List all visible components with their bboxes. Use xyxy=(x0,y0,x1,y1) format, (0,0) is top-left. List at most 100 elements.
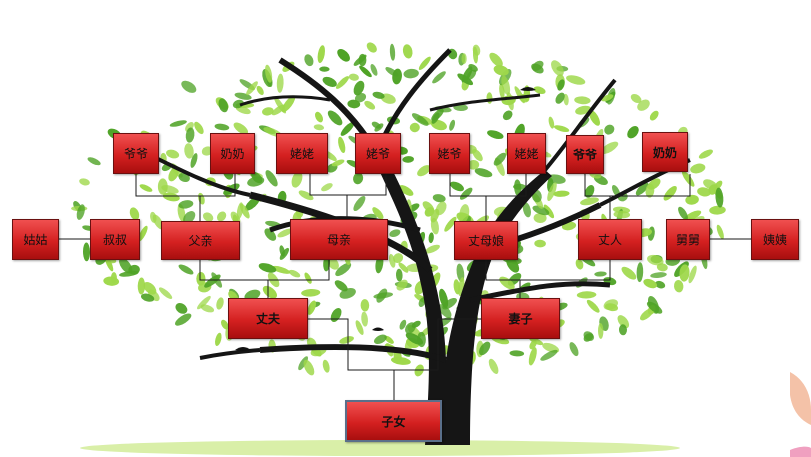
leaf xyxy=(444,216,457,232)
leaf xyxy=(468,63,478,72)
leaf xyxy=(276,73,284,93)
leaf xyxy=(314,111,324,123)
leaf xyxy=(529,339,537,350)
leaf xyxy=(532,60,544,71)
leaf xyxy=(319,66,330,72)
leaf xyxy=(239,203,250,219)
leaf xyxy=(334,280,348,292)
leaf xyxy=(681,170,695,187)
leaf xyxy=(198,192,205,205)
leaf xyxy=(216,211,227,222)
leaf xyxy=(679,264,690,282)
leaf xyxy=(487,130,504,140)
leaf xyxy=(322,359,330,373)
leaf xyxy=(474,168,493,178)
leaf xyxy=(501,75,511,95)
leaf xyxy=(364,100,376,110)
leaf xyxy=(353,172,364,185)
leaf xyxy=(244,289,261,301)
leaf xyxy=(317,45,325,63)
leaf xyxy=(654,280,666,289)
leaf xyxy=(291,171,303,188)
leaf xyxy=(166,149,180,159)
leaf xyxy=(216,297,224,310)
leaf xyxy=(298,190,314,201)
leaf xyxy=(479,341,491,356)
leaf xyxy=(698,149,713,159)
leaf xyxy=(557,79,565,91)
leaf xyxy=(645,183,655,198)
leaf xyxy=(411,320,421,328)
ground-shadow xyxy=(80,440,680,456)
leaf xyxy=(690,163,706,174)
leaf xyxy=(371,121,381,129)
leaf xyxy=(398,185,414,196)
leaf xyxy=(298,356,309,371)
leaf xyxy=(330,308,342,322)
node-wife-paternal-grandma: 奶奶 xyxy=(642,132,688,172)
leaf xyxy=(118,270,139,277)
leaf xyxy=(184,143,194,159)
node-uncle: 叔叔 xyxy=(90,219,140,260)
leaf xyxy=(337,48,350,62)
leaf xyxy=(432,71,446,84)
bird-silhouettes xyxy=(235,87,536,351)
leaf xyxy=(359,65,372,78)
leaf xyxy=(214,123,230,131)
leaf xyxy=(373,334,387,345)
leaf xyxy=(449,119,456,131)
leaf xyxy=(178,264,194,275)
leaf xyxy=(103,276,120,286)
leaf xyxy=(339,336,354,344)
leaf xyxy=(162,192,180,202)
node-husband: 丈夫 xyxy=(228,298,308,339)
leaf xyxy=(370,64,378,76)
leaf xyxy=(76,204,85,220)
node-wife-maternal-grandma: 姥姥 xyxy=(507,133,546,174)
leaf xyxy=(87,157,101,166)
leaf xyxy=(604,124,615,135)
leaf xyxy=(643,278,658,289)
leaf xyxy=(543,204,555,219)
leaf xyxy=(262,285,277,299)
leaf xyxy=(256,85,264,95)
leaf xyxy=(621,266,637,280)
leaf xyxy=(604,303,619,312)
leaf xyxy=(461,53,467,65)
leaf xyxy=(532,205,550,216)
leaf xyxy=(348,73,359,81)
leaf xyxy=(405,332,424,345)
leaf xyxy=(636,262,644,283)
leaf xyxy=(220,319,229,330)
leaf xyxy=(649,110,659,121)
leaf xyxy=(355,320,364,335)
leaf xyxy=(353,54,367,66)
node-wife-paternal-grandpa: 爷爷 xyxy=(566,135,604,174)
leaf xyxy=(79,178,90,186)
leaf xyxy=(493,65,509,76)
node-mother-in-law: 丈母娘 xyxy=(454,221,518,260)
leaf xyxy=(534,239,546,248)
node-aunt: 姑姑 xyxy=(12,219,59,260)
node-paternal-grandma: 奶奶 xyxy=(210,133,255,174)
node-maternal-uncle: 舅舅 xyxy=(666,219,710,260)
leaf xyxy=(301,288,321,297)
leaf xyxy=(372,91,385,99)
leaf xyxy=(514,179,522,197)
leaf xyxy=(366,42,377,53)
leaf xyxy=(580,197,599,206)
leaf xyxy=(399,319,407,330)
leaf xyxy=(360,299,370,312)
leaf xyxy=(459,204,470,223)
leaf xyxy=(288,269,301,278)
leaf xyxy=(432,194,446,203)
leaf xyxy=(277,228,293,238)
leaf xyxy=(594,271,607,277)
leaf xyxy=(584,185,595,198)
leaf xyxy=(197,295,211,310)
leaf xyxy=(553,190,570,197)
node-wife-maternal-grandpa: 姥爷 xyxy=(429,133,470,174)
leaf xyxy=(488,358,499,374)
leaf xyxy=(258,263,277,273)
leaf xyxy=(185,127,195,143)
